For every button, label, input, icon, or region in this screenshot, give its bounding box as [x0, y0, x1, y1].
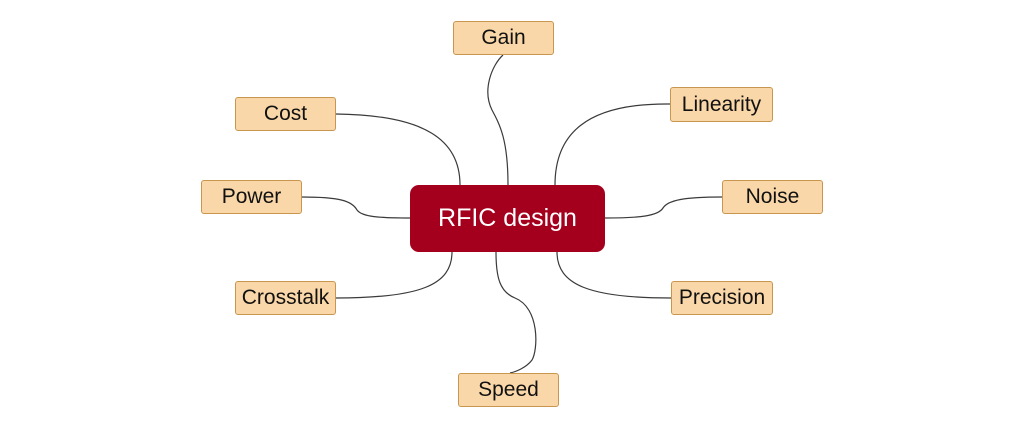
- node-noise: Noise: [722, 180, 823, 214]
- connector-power: [301, 196, 411, 219]
- connector-crosstalk: [335, 251, 453, 299]
- connector-cost: [335, 113, 461, 186]
- node-speed: Speed: [458, 373, 559, 407]
- connector-gain: [487, 54, 509, 186]
- central-topic-rfic-design: RFIC design: [410, 185, 605, 252]
- connector-noise: [604, 196, 723, 219]
- connector-precision: [556, 251, 672, 299]
- node-crosstalk: Crosstalk: [235, 281, 336, 315]
- connector-linearity: [554, 103, 671, 186]
- connector-speed: [495, 251, 537, 374]
- node-gain: Gain: [453, 21, 554, 55]
- node-power: Power: [201, 180, 302, 214]
- node-cost: Cost: [235, 97, 336, 131]
- node-linearity: Linearity: [670, 87, 773, 122]
- node-precision: Precision: [671, 281, 773, 315]
